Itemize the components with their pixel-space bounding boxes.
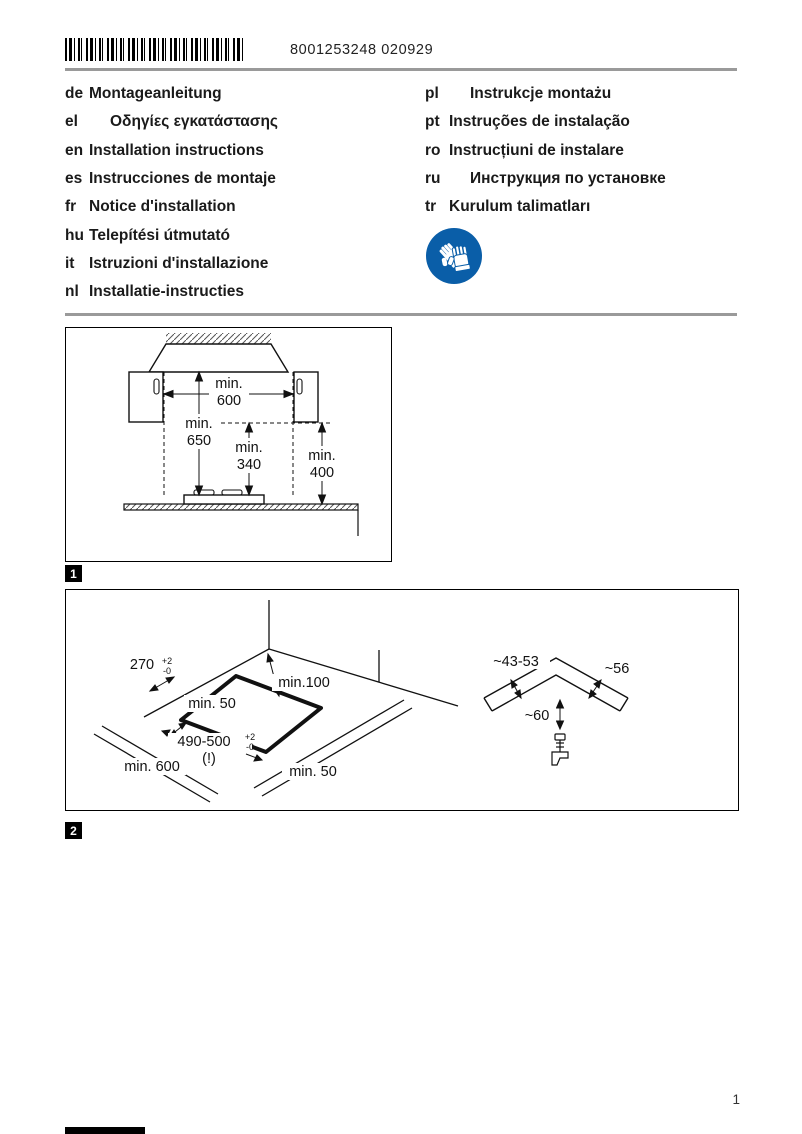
language-label: Telepítési útmutató [89, 226, 230, 244]
language-code: pl [425, 85, 439, 103]
language-label: Instrucțiuni de instalare [449, 141, 624, 159]
language-label: Istruzioni d'installazione [89, 254, 269, 272]
dim-side-front: min. 50 [289, 764, 337, 780]
step-marker-2: 2 [65, 822, 82, 839]
dim-width-note: (!) [202, 751, 216, 767]
fastening-clamp [551, 733, 569, 766]
language-code: de [65, 85, 84, 103]
figure-2-cutout-diagram: 270 +2 -0 min.100 min. 50 490-500 +2 -0 … [65, 589, 739, 811]
dim-hood-hob-value: 650 [187, 433, 211, 449]
dim-side-clearance: min. 50 [188, 696, 236, 712]
dim-depth-tol-plus: +2 [162, 656, 172, 666]
dim-cutout-width: 490-500 [177, 734, 230, 750]
language-code: es [65, 170, 83, 188]
dim-side-label: min. [308, 448, 335, 464]
dim-hood-width-value: 600 [217, 393, 241, 409]
dim-mid-value: 340 [237, 457, 261, 473]
barcode-image [65, 38, 245, 61]
dim-hood-width-label: min. [215, 376, 242, 392]
language-label: Installation instructions [89, 141, 264, 159]
language-label: Instrukcje montażu [470, 85, 612, 103]
language-row-fr: fr Notice d'installation [65, 193, 415, 221]
language-code: hu [65, 226, 84, 244]
language-code: el [65, 113, 78, 131]
language-row-tr: tr Kurulum talimatları [425, 193, 737, 221]
language-label: Kurulum talimatları [449, 198, 591, 216]
dim-mid-label: min. [235, 440, 262, 456]
language-label: Notice d'installation [89, 198, 236, 216]
language-row-hu: hu Telepítési útmutató [65, 221, 415, 249]
language-row-el: el Οδηγίες εγκατάστασης [65, 108, 415, 136]
language-label: Инструкция по установке [470, 170, 666, 188]
language-label: Οδηγίες εγκατάστασης [110, 113, 278, 131]
glove-front [447, 245, 471, 273]
language-row-nl: nl Installatie-instructies [65, 278, 415, 306]
language-code: pt [425, 113, 440, 131]
language-row-pt: pt Instruções de instalação [425, 108, 737, 136]
dim-rear-clearance: min.100 [278, 675, 330, 691]
dimension-labels: min. 600 min. 650 min. 340 min. 400 [185, 376, 335, 481]
language-code: ru [425, 170, 441, 188]
language-label: Instrucciones de montaje [89, 170, 276, 188]
hood-and-cabinets [128, 333, 319, 423]
language-row-de: de Montageanleitung [65, 80, 415, 108]
language-list-right: pl Instrukcje montażu pt Instruções de i… [425, 80, 737, 221]
divider-top [65, 68, 737, 71]
dim-depth-tol-minus: -0 [163, 666, 171, 676]
step-marker-1: 1 [65, 565, 82, 582]
worktop-edge-section [483, 657, 629, 712]
dim-apex: ~60 [525, 708, 550, 724]
wear-protective-gloves-icon [425, 227, 483, 285]
language-row-ru: ru Инструкция по установке [425, 165, 737, 193]
language-row-pl: pl Instrukcje montażu [425, 80, 737, 108]
dim-width-tol-minus: -0 [246, 742, 254, 752]
language-code: nl [65, 283, 79, 301]
figure-1-clearance-diagram: min. 600 min. 650 min. 340 min. 400 [65, 327, 392, 562]
page-number: 1 [732, 1092, 740, 1107]
language-row-it: it Istruzioni d'installazione [65, 250, 415, 278]
language-row-es: es Instrucciones de montaje [65, 165, 415, 193]
figure2-drawing: 270 +2 -0 min.100 min. 50 490-500 +2 -0 … [93, 600, 642, 803]
language-list-left: de Montageanleitung el Οδηγίες εγκατάστα… [65, 80, 415, 306]
dim-thickness-range: ~43-53 [493, 654, 539, 670]
language-code: it [65, 254, 75, 272]
language-code: tr [425, 198, 437, 216]
language-code: en [65, 141, 84, 159]
cutout-labels: 270 +2 -0 min.100 min. 50 490-500 +2 -0 … [124, 654, 629, 780]
dim-width-tol-plus: +2 [245, 732, 255, 742]
dim-hood-hob-label: min. [185, 416, 212, 432]
language-label: Installatie-instructies [89, 283, 245, 301]
gloves-icon-svg [426, 228, 482, 284]
label-backgrounds [116, 652, 642, 780]
figure1-drawing: min. 600 min. 650 min. 340 min. 400 [123, 333, 359, 536]
language-code: ro [425, 141, 441, 159]
language-row-en: en Installation instructions [65, 137, 415, 165]
language-row-ro: ro Instrucțiuni de instalare [425, 137, 737, 165]
dim-side-value: 400 [310, 465, 334, 481]
dimension-label-backgrounds [178, 375, 343, 481]
dim-edge: ~56 [605, 661, 630, 677]
edge-dimension-arrows [510, 678, 602, 731]
page-edge-mark [65, 1127, 145, 1134]
divider-middle [65, 313, 737, 316]
language-label: Montageanleitung [89, 85, 222, 103]
language-label: Instruções de instalação [449, 113, 630, 131]
counter-and-hob [123, 489, 359, 536]
dim-front-clearance: min. 600 [124, 759, 180, 775]
language-code: fr [65, 198, 77, 216]
dim-depth: 270 [130, 657, 154, 673]
document-number: 8001253248 020929 [290, 42, 434, 58]
